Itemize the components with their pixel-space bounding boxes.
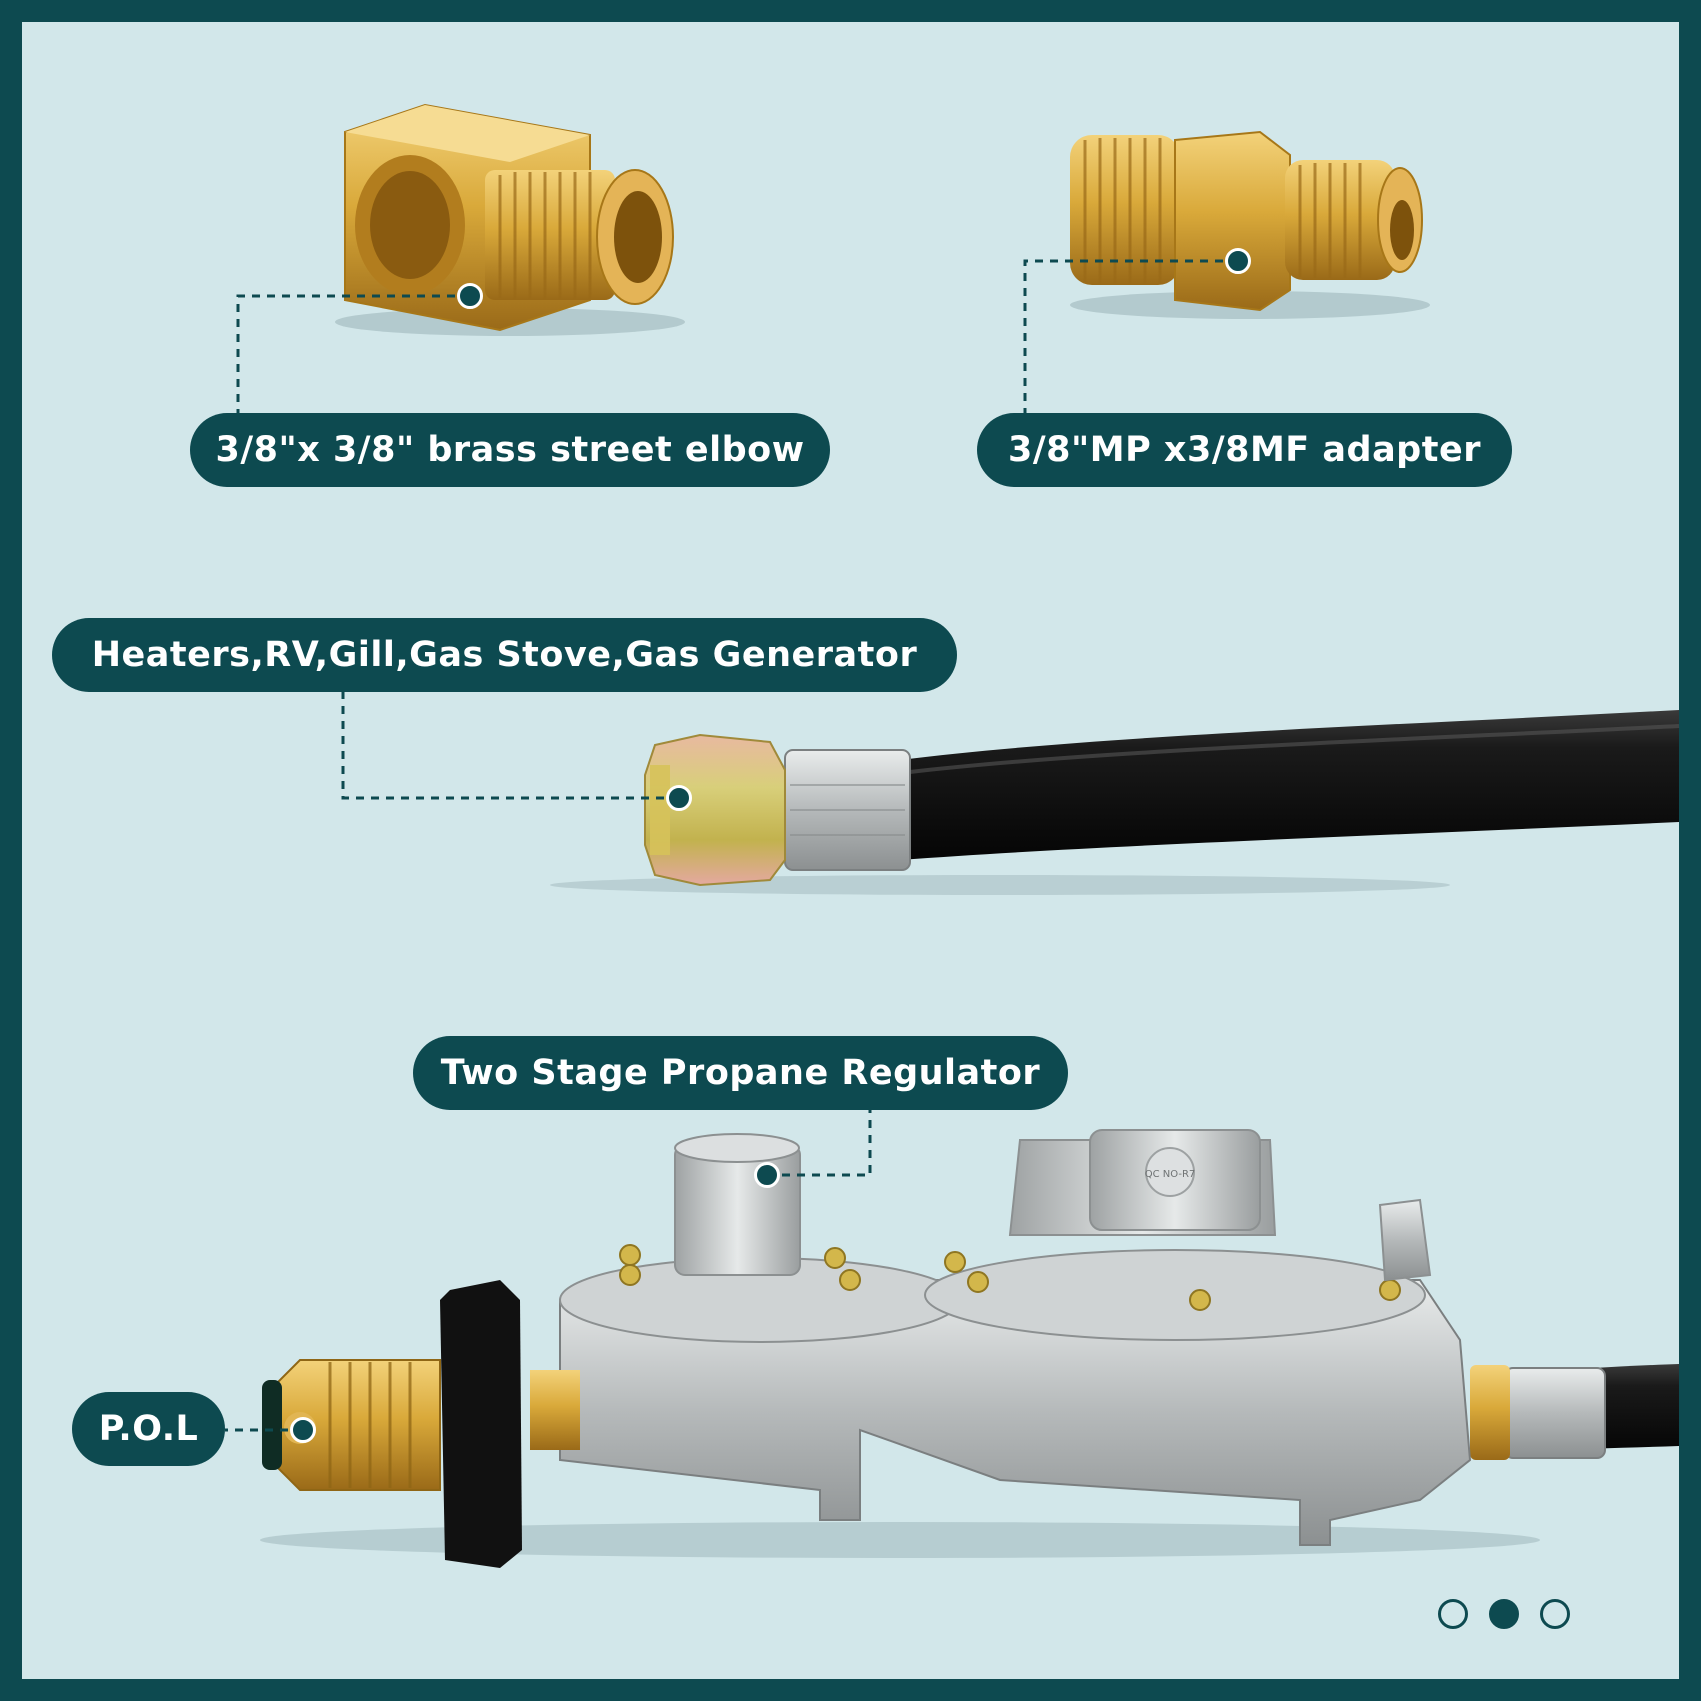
brass-street-elbow <box>335 103 685 336</box>
elbow-marker-dot <box>457 283 483 309</box>
elbow-label: 3/8"x 3/8" brass street elbow <box>190 413 830 487</box>
regulator-label: Two Stage Propane Regulator <box>413 1036 1068 1110</box>
adapter-label: 3/8"MP x3/8MF adapter <box>977 413 1512 487</box>
brass-flare-adapter <box>1070 130 1430 319</box>
carousel-dot-3[interactable] <box>1540 1599 1570 1629</box>
pol-marker-dot <box>290 1417 316 1443</box>
regulator-marker-dot <box>754 1162 780 1188</box>
two-stage-regulator: QC NO-R7 <box>260 1129 1679 1568</box>
hose-end-marker-dot <box>666 785 692 811</box>
adapter-marker-dot <box>1225 248 1251 274</box>
carousel-dot-2[interactable] <box>1489 1599 1519 1629</box>
pol-label: P.O.L <box>72 1392 225 1466</box>
regulator-stamp: QC NO-R7 <box>1145 1169 1196 1180</box>
hose-assembly <box>550 710 1680 895</box>
carousel-dot-1[interactable] <box>1438 1599 1468 1629</box>
hose-end-label: Heaters,RV,Gill,Gas Stove,Gas Generator <box>52 618 957 692</box>
leader-lines <box>225 259 1238 1432</box>
